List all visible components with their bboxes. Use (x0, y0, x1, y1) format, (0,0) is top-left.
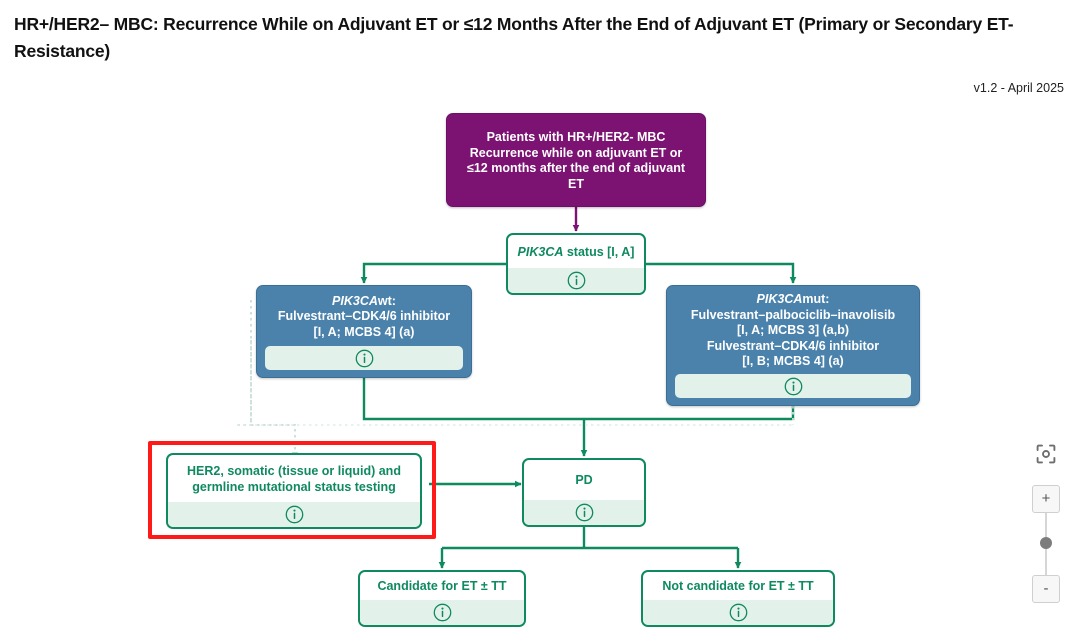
node-body: Not candidate for ET ± TT (643, 572, 833, 600)
node-not-candidate-et-tt[interactable]: Not candidate for ET ± TT (641, 570, 835, 627)
info-band[interactable] (524, 500, 644, 525)
zoom-in-button[interactable]: + (1032, 485, 1060, 513)
info-band[interactable] (643, 600, 833, 625)
node-pik3ca-wt[interactable]: PIK3CAwt: Fulvestrant–CDK4/6 inhibitor [… (256, 285, 472, 378)
node-body: Candidate for ET ± TT (360, 572, 524, 600)
zoom-controls[interactable]: + - (1030, 440, 1062, 603)
node-label: Candidate for ET ± TT (377, 579, 507, 594)
node-body: PIK3CA status [I, A] (508, 235, 644, 268)
page-title: HR+/HER2– MBC: Recurrence While on Adjuv… (14, 14, 1014, 61)
node-line: Patients with HR+/HER2- MBC (486, 130, 666, 144)
info-icon[interactable] (355, 349, 374, 368)
node-line: [I, B; MCBS 4] (a) (742, 354, 844, 369)
node-line: ET (568, 176, 584, 191)
node-her2-testing[interactable]: HER2, somatic (tissue or liquid) and ger… (166, 453, 422, 529)
node-pik3ca-mut[interactable]: PIK3CAmut: Fulvestrant–palbociclib–inavo… (666, 285, 920, 406)
focus-frame-icon[interactable] (1036, 444, 1056, 464)
info-band[interactable] (360, 600, 524, 625)
info-icon[interactable] (575, 503, 594, 522)
info-icon[interactable] (285, 505, 304, 524)
node-line: ≤12 months after the end of adjuvant (467, 161, 685, 175)
node-line: Fulvestrant–CDK4/6 inhibitor (277, 309, 451, 324)
node-line: PIK3CAwt: (278, 294, 450, 310)
node-line: [I, A; MCBS 4] (a) (313, 324, 415, 339)
node-label: PD (575, 473, 593, 488)
node-label: HER2, somatic (tissue or liquid) and ger… (187, 464, 401, 495)
node-pik3ca-status[interactable]: PIK3CA status [I, A] (506, 233, 646, 295)
node-body: PIK3CAmut: Fulvestrant–palbociclib–inavo… (667, 286, 919, 374)
node-line: PIK3CAmut: (691, 292, 895, 308)
gene-name: PIK3CA (756, 292, 803, 307)
info-band[interactable] (168, 502, 420, 527)
node-label-rest: status [I, A] (563, 244, 635, 259)
node-line: [I, A; MCBS 3] (a,b) (736, 323, 849, 338)
node-label: PIK3CAmut: Fulvestrant–palbociclib–inavo… (691, 292, 895, 370)
node-line: HER2, somatic (tissue or liquid) and (187, 464, 401, 478)
node-line: germline mutational status testing (192, 479, 396, 494)
node-label: Patients with HR+/HER2- MBC Recurrence w… (467, 130, 685, 192)
zoom-slider[interactable]: + - (1032, 485, 1060, 603)
zoom-slider-thumb[interactable] (1040, 537, 1052, 549)
node-line: Fulvestrant–palbociclib–inavolisib (690, 307, 896, 322)
gene-name: PIK3CA (517, 244, 564, 259)
fit-to-screen-icon[interactable] (1032, 440, 1060, 468)
info-band[interactable] (675, 374, 911, 398)
zoom-out-button[interactable]: - (1032, 575, 1060, 603)
node-label: Not candidate for ET ± TT (662, 579, 814, 594)
node-body: Patients with HR+/HER2- MBC Recurrence w… (447, 114, 705, 206)
node-label-rest: wt: (377, 293, 396, 308)
gene-name: PIK3CA (332, 293, 378, 308)
node-body: HER2, somatic (tissue or liquid) and ger… (168, 455, 420, 502)
info-icon[interactable] (567, 271, 586, 290)
info-band[interactable] (265, 346, 463, 370)
node-line: Recurrence while on adjuvant ET or (469, 145, 683, 160)
version-label: v1.2 - April 2025 (973, 81, 1064, 95)
node-label: PIK3CAwt: Fulvestrant–CDK4/6 inhibitor [… (278, 294, 450, 341)
node-label-rest: mut: (802, 292, 830, 307)
info-icon[interactable] (729, 603, 748, 622)
info-band[interactable] (508, 268, 644, 293)
node-candidate-et-tt[interactable]: Candidate for ET ± TT (358, 570, 526, 627)
node-label: PIK3CA status [I, A] (518, 245, 635, 261)
node-patients-start[interactable]: Patients with HR+/HER2- MBC Recurrence w… (446, 113, 706, 207)
info-icon[interactable] (784, 377, 803, 396)
node-body: PD (524, 460, 644, 500)
selection-highlight (148, 441, 436, 539)
node-pd[interactable]: PD (522, 458, 646, 527)
info-icon[interactable] (433, 603, 452, 622)
node-line: Fulvestrant–CDK4/6 inhibitor (706, 338, 880, 353)
node-body: PIK3CAwt: Fulvestrant–CDK4/6 inhibitor [… (257, 286, 471, 346)
